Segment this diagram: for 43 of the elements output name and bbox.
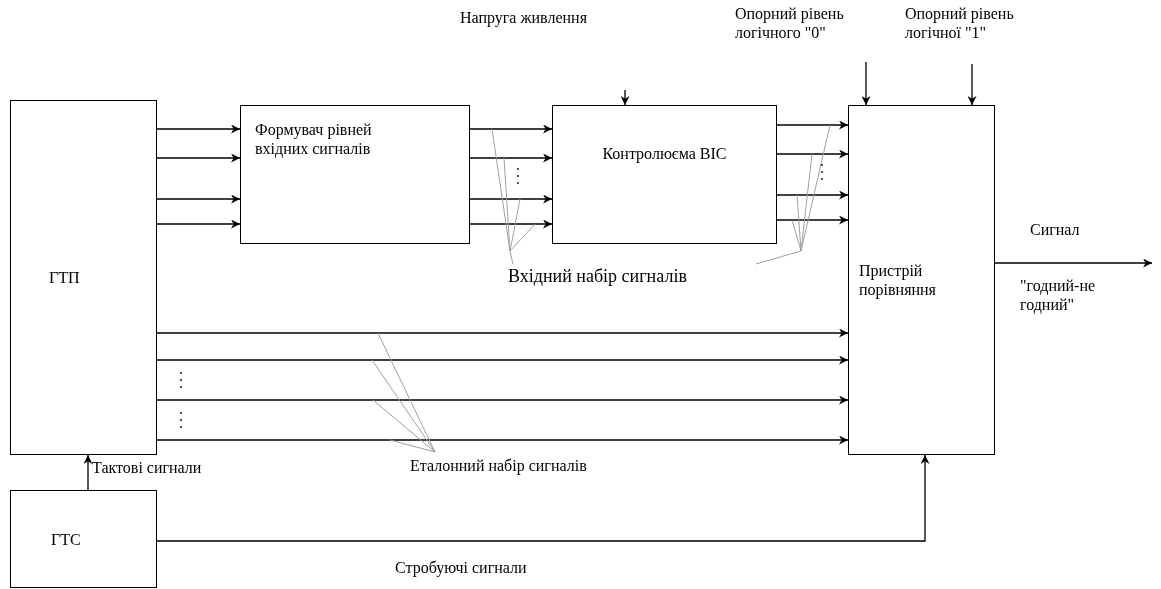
generator-box	[10, 100, 157, 455]
arrow	[469, 219, 553, 229]
arrow	[994, 258, 1153, 268]
arrow	[156, 219, 241, 229]
node-label: Формувач рівней вхідних сигналів	[255, 120, 373, 158]
arrow	[469, 194, 553, 204]
signal-label: "годний-не годний"	[1020, 276, 1097, 314]
arrow	[861, 61, 871, 106]
arrow	[469, 124, 553, 134]
signal-label: Опорний рівень логічної "1"	[905, 4, 1015, 42]
arrow	[967, 63, 977, 106]
signal-label: Напруга живлення	[460, 8, 588, 27]
arrow	[776, 149, 849, 159]
node-label: Вхідний набір сигналів	[508, 266, 687, 286]
process-box	[240, 105, 470, 244]
arrow	[83, 454, 93, 491]
node-label: Контролюєма ВІС	[601, 144, 728, 163]
process-box	[552, 105, 777, 244]
arrow	[156, 328, 849, 338]
leader-line	[371, 332, 436, 453]
signal-label: Опорний рівень логічного "0"	[735, 4, 845, 42]
arrow	[156, 395, 849, 405]
arrow	[620, 89, 630, 106]
arrow	[156, 355, 849, 365]
arrow	[776, 120, 849, 130]
arrow	[469, 153, 553, 163]
generator-box	[10, 490, 157, 588]
arrow	[776, 190, 849, 200]
arrow	[156, 435, 849, 445]
arrow	[776, 215, 849, 225]
arrow	[156, 153, 241, 163]
node-label: ГТП	[49, 268, 80, 287]
edge-label: Стробуючі сигнали	[395, 558, 527, 577]
leader-line	[491, 128, 536, 265]
arrow	[156, 124, 241, 134]
comparator-box	[848, 105, 995, 455]
signal-label: Сигнал	[1030, 220, 1081, 239]
node-label: Еталонний набір сигналів	[410, 455, 587, 475]
arrow	[156, 454, 930, 542]
leader-line	[755, 124, 831, 265]
node-label: ГТС	[51, 529, 81, 549]
arrow	[156, 194, 241, 204]
node-label: Пристрій порівняння	[859, 261, 937, 299]
